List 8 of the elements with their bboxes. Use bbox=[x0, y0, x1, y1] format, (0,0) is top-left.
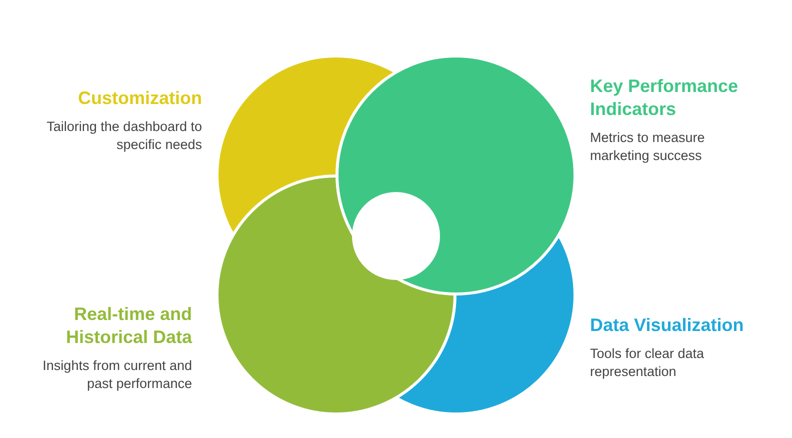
description: Tailoring the dashboard to specific needs bbox=[46, 118, 202, 154]
heading: Key Performance Indicators bbox=[590, 75, 740, 121]
heading: Customization bbox=[77, 87, 202, 110]
description: Tools for clear data representation bbox=[590, 345, 706, 381]
heading: Real-time and Historical Data bbox=[64, 303, 192, 349]
description: Metrics to measure marketing success bbox=[590, 129, 706, 165]
description: Insights from current and past performance bbox=[42, 357, 192, 393]
heading: Data Visualization bbox=[590, 314, 745, 337]
